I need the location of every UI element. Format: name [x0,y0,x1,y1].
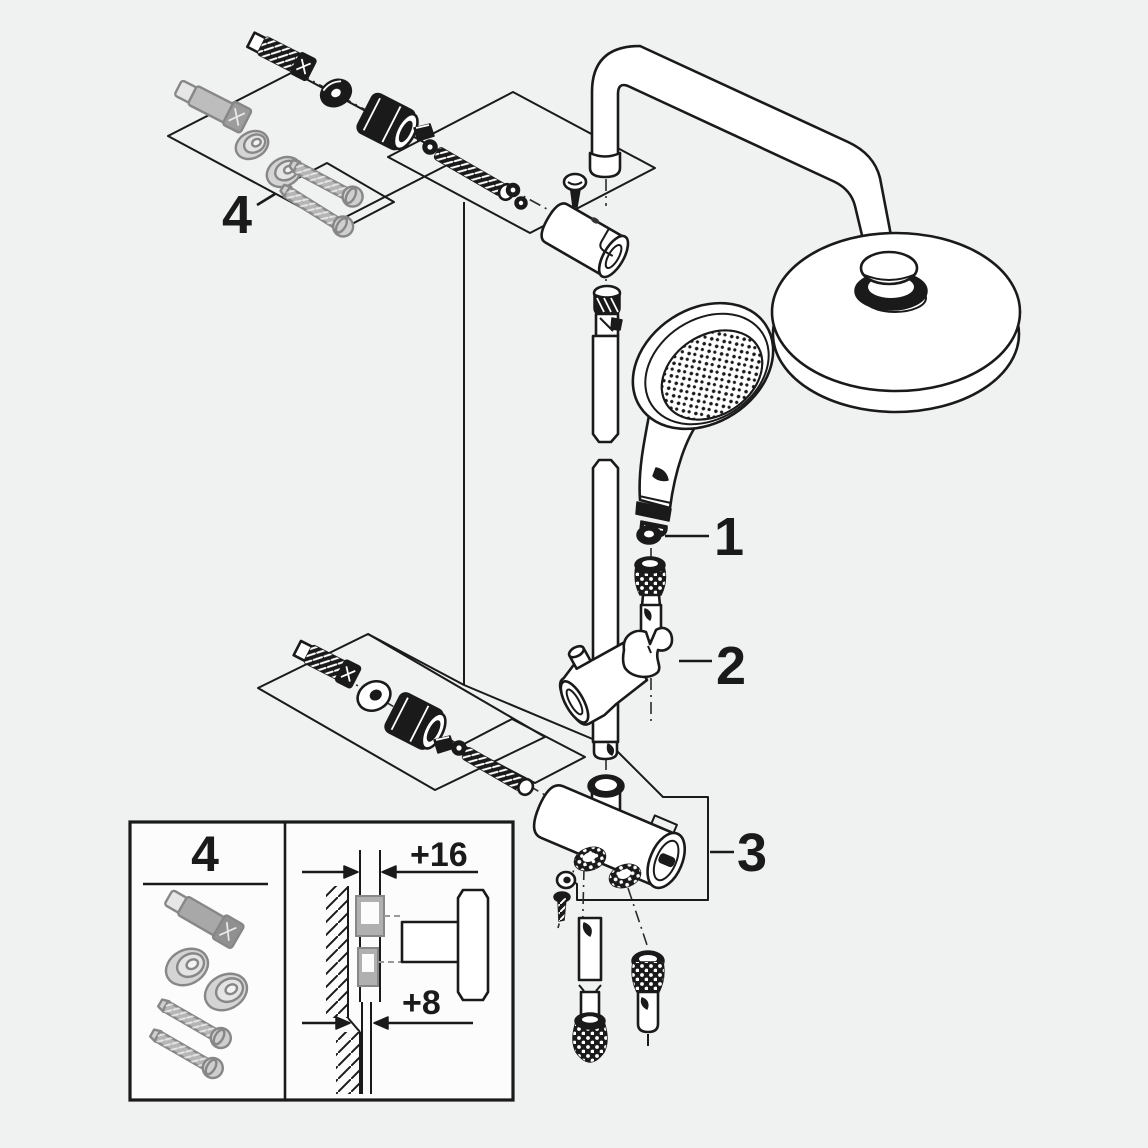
washer-lower [356,679,392,713]
shower-rail [591,284,623,761]
bracket-socket-lower [384,692,447,750]
upper-fastener-set [246,31,528,210]
wall-anchor [246,31,317,82]
hand-shower [631,301,775,538]
callout-2: 2 [716,636,746,696]
mounting-kit-gray-parts [174,79,364,238]
rod-rings [505,182,528,210]
square-nut [413,123,435,142]
inset-screw-2 [148,1028,224,1080]
lower-fastener-set [292,639,535,797]
callout-4: 4 [222,185,252,245]
rain-shower-head [770,231,1022,414]
dimension-16: +16 [302,836,478,879]
inset-washer-1 [164,947,210,987]
wall-anchor-lower [292,639,362,689]
inset-kit-label: 4 [191,826,219,882]
threaded-rod-lower [461,747,535,797]
inset-mounting-panel: +16 +8 [302,836,490,1094]
small-washer [422,139,438,155]
gray-washer-1 [234,129,270,161]
hose-connector-left [572,916,608,1063]
inset-box: 4 [128,820,515,1102]
upper-wall-bracket [540,172,630,279]
inset-kit-panel: 4 [143,826,268,1080]
gray-screw-1 [288,158,364,208]
dimension-8: +8 [302,984,473,1030]
reference-panels [167,71,709,901]
dimension-bottom-label: +8 [402,984,441,1022]
callout-1: 1 [714,507,744,567]
hand-shower-seal [636,525,662,545]
inset-screw-1 [156,998,232,1050]
washer [319,78,353,108]
callout-3: 3 [737,823,767,883]
dimension-top-label: +16 [410,836,468,874]
gray-screw-2 [279,183,355,238]
diverter-valve [532,774,687,922]
rail-slider-holder [558,626,674,726]
rail-pin [610,317,623,331]
diverter-screw-set [553,870,577,922]
inset-washer-2 [203,972,249,1012]
callouts: 4 1 2 3 [222,185,767,883]
bracket-socket [356,92,419,151]
hose-connector-right [631,950,665,1046]
inset-anchor [164,889,245,949]
bracket-screw [562,172,588,208]
diverter-port-2 [608,863,642,889]
gray-anchor [174,79,253,134]
hand-shower-hook [621,626,674,679]
diverter-port-1 [573,846,607,872]
arm-end-cap [588,151,622,179]
